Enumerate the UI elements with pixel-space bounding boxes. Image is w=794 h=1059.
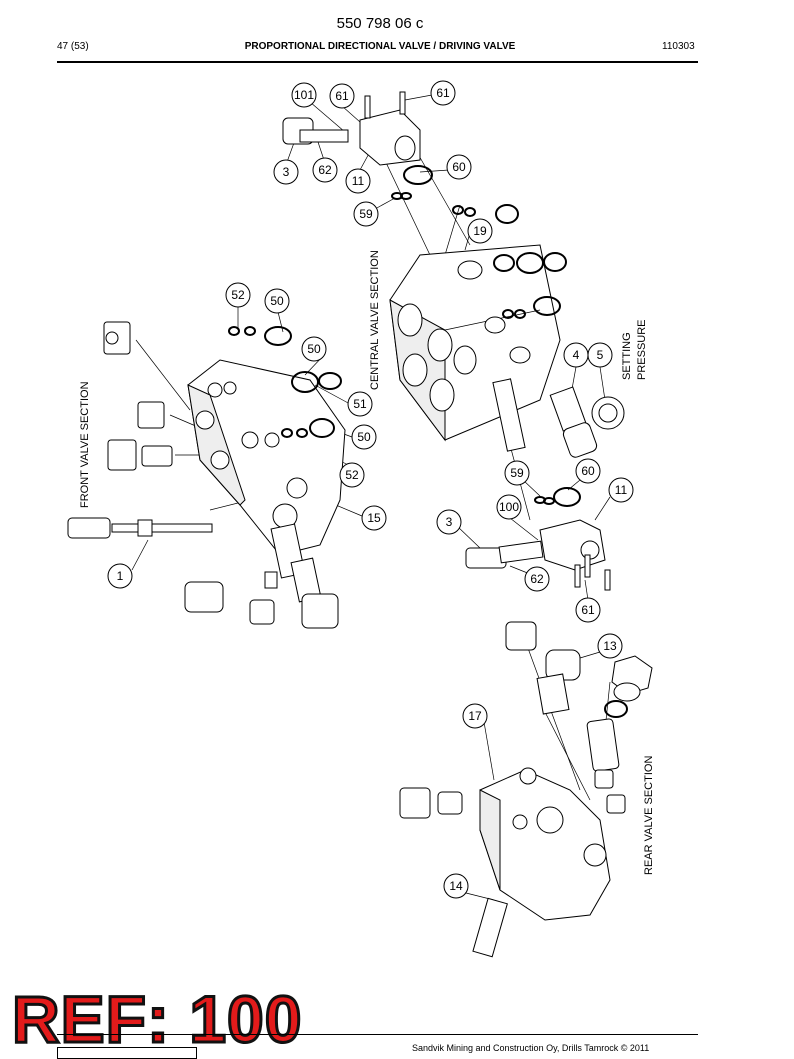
callout-balloon: 4	[563, 342, 589, 368]
svg-text:5: 5	[597, 348, 604, 362]
front-valve-body	[67, 321, 346, 629]
callout-balloon: 59	[353, 201, 379, 227]
callout-balloon: 51	[347, 391, 373, 417]
date-code: 110303	[662, 41, 695, 52]
pressure-cartridge	[549, 386, 625, 458]
svg-text:13: 13	[603, 639, 617, 653]
pressure-label: PRESSURE	[636, 319, 648, 380]
svg-text:50: 50	[307, 342, 321, 356]
header-divider	[57, 61, 698, 63]
svg-text:17: 17	[468, 709, 482, 723]
front-section-label: FRONT VALVE SECTION	[79, 381, 91, 508]
svg-text:52: 52	[345, 468, 359, 482]
svg-text:59: 59	[359, 207, 373, 221]
callout-balloon: 62	[312, 157, 338, 183]
callout-balloon: 11	[608, 477, 634, 503]
svg-text:3: 3	[446, 515, 453, 529]
svg-text:11: 11	[352, 174, 365, 188]
page-title: PROPORTIONAL DIRECTIONAL VALVE / DRIVING…	[244, 41, 516, 52]
callout-balloon: 61	[575, 597, 601, 623]
setting-label: SETTING	[621, 332, 633, 380]
svg-text:61: 61	[335, 89, 349, 103]
footer-divider	[57, 1034, 698, 1035]
footer-copyright: Sandvik Mining and Construction Oy, Dril…	[412, 1043, 650, 1053]
svg-text:61: 61	[581, 603, 595, 617]
lower-actuator-assembly	[465, 519, 611, 591]
callout-balloon: 61	[329, 83, 355, 109]
callout-balloon: 60	[446, 154, 472, 180]
page-count: 47 (53)	[57, 41, 89, 52]
svg-text:62: 62	[318, 163, 332, 177]
callout-balloon: 14	[443, 873, 469, 899]
svg-text:61: 61	[436, 86, 450, 100]
svg-text:62: 62	[530, 572, 544, 586]
svg-text:50: 50	[270, 294, 284, 308]
document-number: 550 798 06 c	[336, 15, 424, 32]
reference-stamp: REF: 100	[10, 982, 303, 1056]
callout-balloon: 3	[436, 509, 462, 535]
callout-balloon: 50	[264, 288, 290, 314]
svg-text:1: 1	[117, 569, 124, 583]
callout-balloon: 100	[496, 494, 522, 520]
rear-valve-body	[399, 621, 653, 958]
callout-balloon: 101	[291, 82, 317, 108]
company-logo	[57, 1047, 197, 1059]
svg-text:60: 60	[452, 160, 466, 174]
callout-balloon: 3	[273, 159, 299, 185]
callout-balloon: 5	[587, 342, 613, 368]
callout-balloon: 1	[107, 563, 133, 589]
svg-text:3: 3	[283, 165, 290, 179]
callout-balloon: 13	[597, 633, 623, 659]
svg-text:14: 14	[449, 879, 463, 893]
svg-text:59: 59	[510, 466, 524, 480]
callout-balloon: 52	[225, 282, 251, 308]
callout-balloon: 19	[467, 218, 493, 244]
callout-balloon: 61	[430, 80, 456, 106]
callout-balloon: 59	[504, 460, 530, 486]
callout-balloon: 50	[351, 424, 377, 450]
o-rings	[228, 165, 628, 718]
central-valve-body	[389, 244, 561, 452]
svg-text:60: 60	[581, 464, 595, 478]
svg-text:11: 11	[615, 483, 628, 497]
svg-text:19: 19	[473, 224, 487, 238]
svg-text:51: 51	[353, 397, 367, 411]
callout-balloon: 52	[339, 462, 365, 488]
svg-text:100: 100	[499, 500, 519, 514]
callout-balloon: 50	[301, 336, 327, 362]
svg-text:50: 50	[357, 430, 371, 444]
callout-balloon: 62	[524, 566, 550, 592]
svg-text:52: 52	[231, 288, 245, 302]
rear-section-label: REAR VALVE SECTION	[643, 756, 655, 875]
callout-balloon: 60	[575, 458, 601, 484]
callout-balloon: 17	[462, 703, 488, 729]
svg-text:15: 15	[367, 511, 381, 525]
callout-balloon: 15	[361, 505, 387, 531]
central-section-label: CENTRAL VALVE SECTION	[369, 250, 381, 390]
callout-balloon: 11	[345, 168, 371, 194]
callout-balloons: 101 61 61 3 62 11 60 59 19 52 50 50 51 5…	[107, 80, 634, 899]
svg-text:4: 4	[573, 348, 580, 362]
top-actuator-assembly	[282, 91, 421, 166]
svg-text:101: 101	[294, 88, 314, 102]
